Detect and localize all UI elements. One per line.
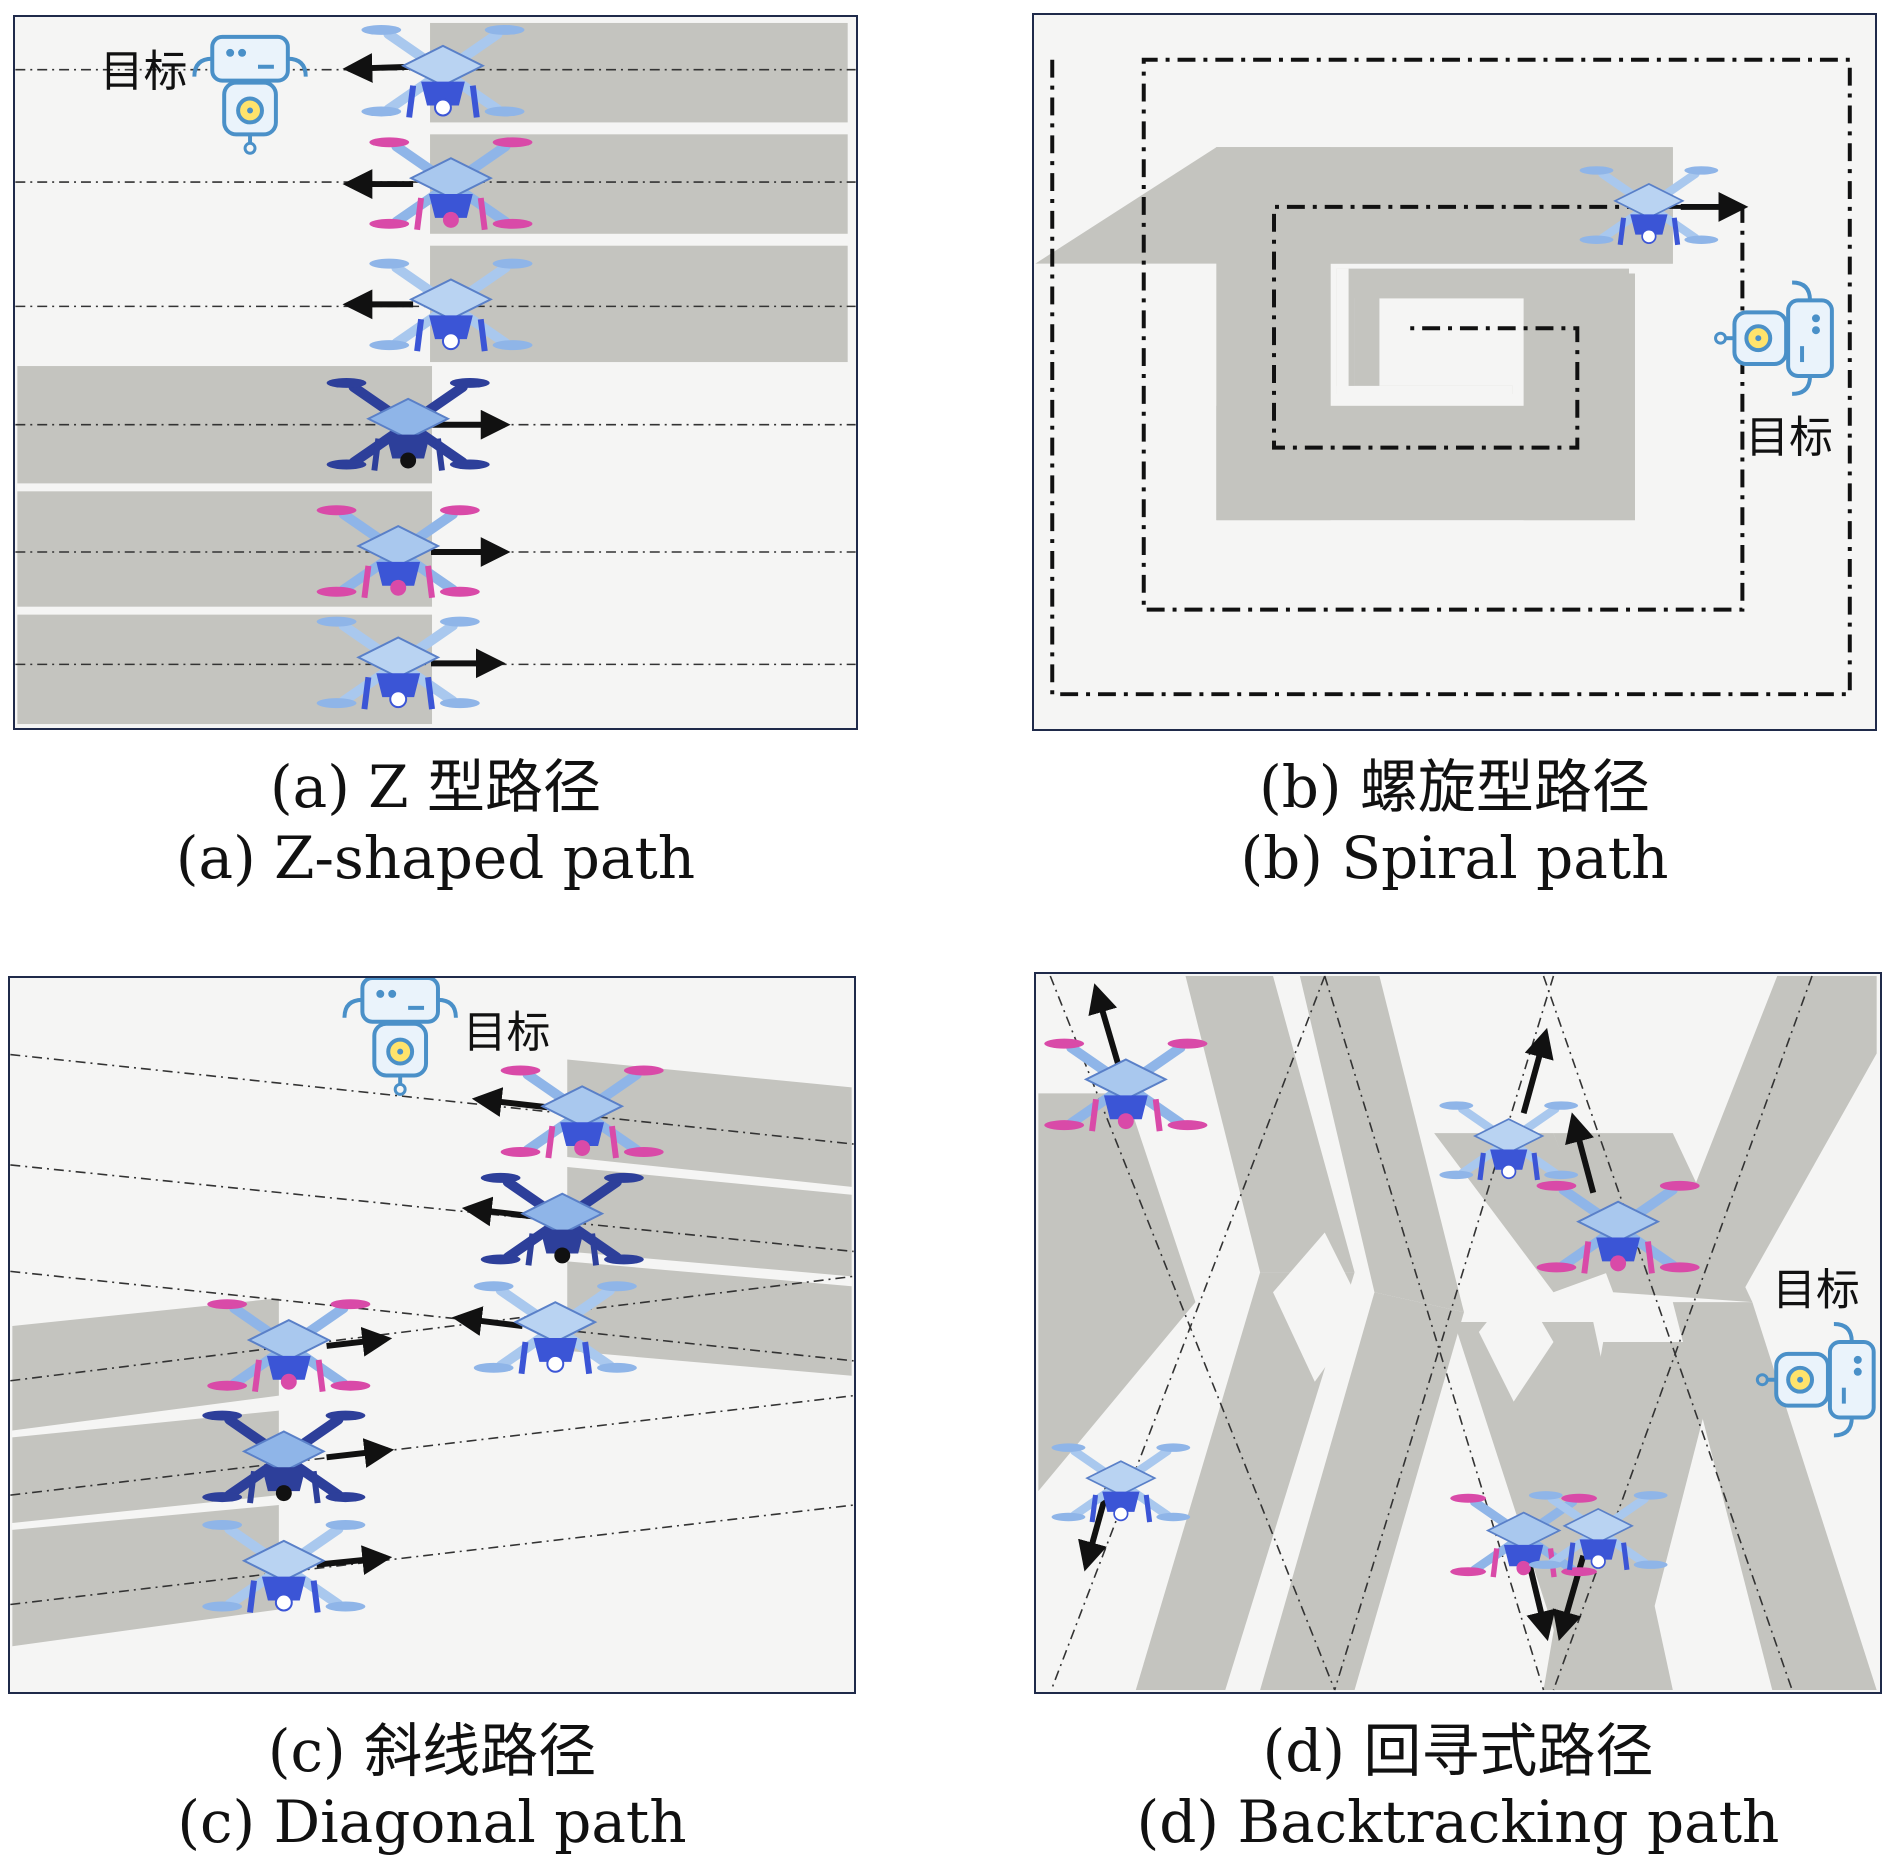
caption-a: (a) Z 型路径 (a) Z-shaped path <box>13 752 858 894</box>
panel-b-spiral: 目标 <box>1032 13 1877 731</box>
panel-d-backtracking: 目标 <box>1034 972 1882 1694</box>
caption-zh: (d) 回寻式路径 <box>1262 1717 1654 1785</box>
heading-arrows <box>1078 983 1597 1642</box>
target-label: 目标 <box>1772 1265 1860 1316</box>
spiral-gap <box>1336 268 1349 398</box>
heading-arrows <box>342 53 511 679</box>
panel-c-diagram: 目标 <box>10 978 854 1647</box>
target-label: 目标 <box>100 47 188 98</box>
caption-en: (b) Spiral path <box>1240 823 1669 892</box>
caption-c: (c) 斜线路径 (c) Diagonal path <box>8 1716 856 1858</box>
spiral-band <box>1216 147 1673 521</box>
caption-en: (d) Backtracking path <box>1136 1787 1780 1856</box>
drone-icon <box>1052 1443 1191 1522</box>
panel-a-z-shaped: 目标 <box>13 15 858 730</box>
robot-target-icon <box>342 978 458 1097</box>
caption-zh: (b) 螺旋型路径 <box>1259 753 1650 821</box>
panel-c-diagonal: 目标 <box>8 976 856 1694</box>
target-label: 目标 <box>463 1008 551 1059</box>
diamond-gap <box>1478 1282 1554 1402</box>
covered-areas <box>1038 975 1877 1691</box>
caption-en: (a) Z-shaped path <box>175 823 696 892</box>
scan-lines <box>10 1053 854 1606</box>
panel-d-diagram: 目标 <box>1038 975 1877 1691</box>
panel-a-diagram: 目标 <box>15 17 856 725</box>
caption-zh: (a) Z 型路径 <box>269 753 601 821</box>
covered-areas <box>17 22 848 725</box>
caption-d: (d) 回寻式路径 (d) Backtracking path <box>1034 1716 1882 1858</box>
panel-b-diagram: 目标 <box>1035 57 1852 697</box>
robot-target-icon <box>1713 280 1834 396</box>
caption-en: (c) Diagonal path <box>177 1787 687 1856</box>
spiral-path-line <box>1050 57 1852 697</box>
diamond-gap <box>1273 1232 1365 1382</box>
target-label: 目标 <box>1745 413 1833 464</box>
caption-b: (b) 螺旋型路径 (b) Spiral path <box>1032 752 1877 894</box>
spiral-gap <box>1336 385 1513 398</box>
caption-zh: (c) 斜线路径 <box>267 1717 597 1785</box>
robot-target-icon <box>192 34 308 156</box>
covered-areas <box>12 1059 852 1647</box>
